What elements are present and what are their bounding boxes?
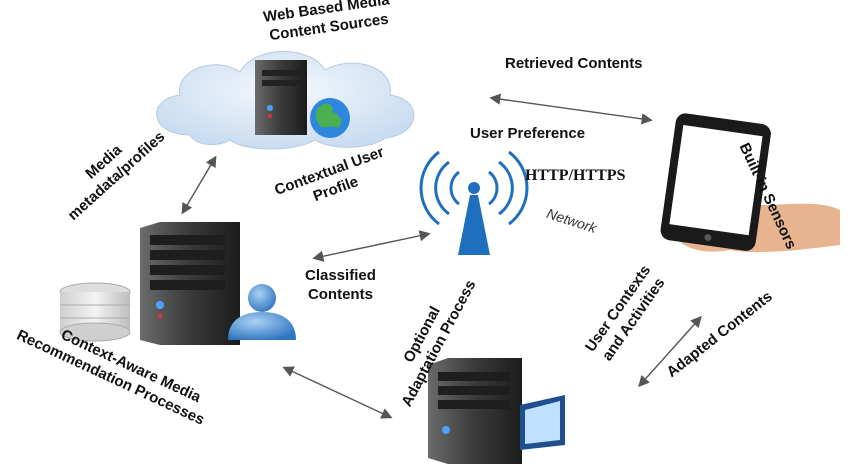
monitor-icon — [520, 395, 565, 450]
connector-arrows — [181, 93, 702, 419]
user-icon — [228, 284, 296, 340]
server-icon — [140, 222, 240, 345]
classified-contents-label: Classified Contents — [305, 266, 376, 304]
retrieved-contents-label: Retrieved Contents — [505, 55, 643, 72]
wifi-tower-icon — [419, 150, 529, 255]
smartphone-icon — [660, 113, 771, 251]
arrow-cloud-to-server — [181, 155, 217, 215]
http-label: HTTP/HTTPS — [525, 167, 626, 184]
arrow-bottom-to-phone — [638, 315, 702, 388]
arrow-server-to-antenna — [312, 230, 431, 262]
database-icon — [59, 282, 131, 342]
classified-line1: Classified — [305, 267, 376, 284]
arrow-cloud-to-phone — [489, 93, 653, 125]
globe-icon — [310, 98, 350, 138]
classified-line2: Contents — [307, 286, 373, 303]
arrow-server-to-bottom — [282, 366, 393, 419]
server-icon — [255, 60, 307, 135]
user-preference-label: User Preference — [470, 125, 586, 142]
server-icon — [428, 358, 522, 464]
